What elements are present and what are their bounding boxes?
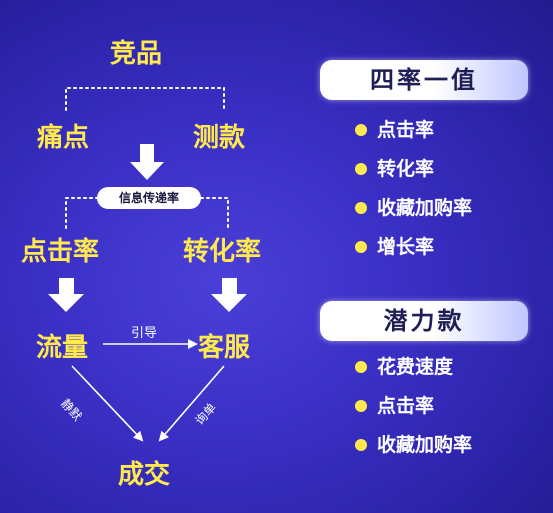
bullet-dot-icon: [355, 400, 367, 412]
panel-potential-title: 潜力款: [320, 301, 528, 341]
click-rate-label: 点击率: [21, 237, 100, 267]
bullet-dot-icon: [355, 202, 367, 214]
bullet-dot-icon: [355, 439, 367, 451]
customer-service-label: 客服: [198, 333, 251, 363]
inquiry-arrow: [158, 365, 225, 442]
dotted-bracket-middle: [65, 197, 98, 229]
down-arrow-3: [211, 278, 247, 312]
test-style-label: 测款: [193, 123, 246, 153]
panel-four-rates-title: 四率一值: [320, 60, 528, 100]
deal-label: 成交: [118, 460, 171, 490]
dotted-bracket-top: [65, 87, 225, 111]
traffic-label: 流量: [36, 333, 89, 363]
guide-label: 引导: [131, 326, 158, 341]
bullet-dot-icon: [355, 361, 367, 373]
down-arrow-1: [130, 144, 164, 180]
silent-arrow: [71, 365, 144, 442]
competitor-label: 竞品: [110, 39, 163, 69]
down-arrow-2: [48, 278, 84, 312]
bullet-dot-icon: [355, 124, 367, 136]
pain-point-label: 痛点: [37, 123, 90, 153]
conversion-rate-label: 转化率: [183, 237, 262, 267]
bullet-dot-icon: [355, 241, 367, 253]
bullet-dot-icon: [355, 163, 367, 175]
info-rate-badge: 信息传递率: [97, 187, 201, 209]
